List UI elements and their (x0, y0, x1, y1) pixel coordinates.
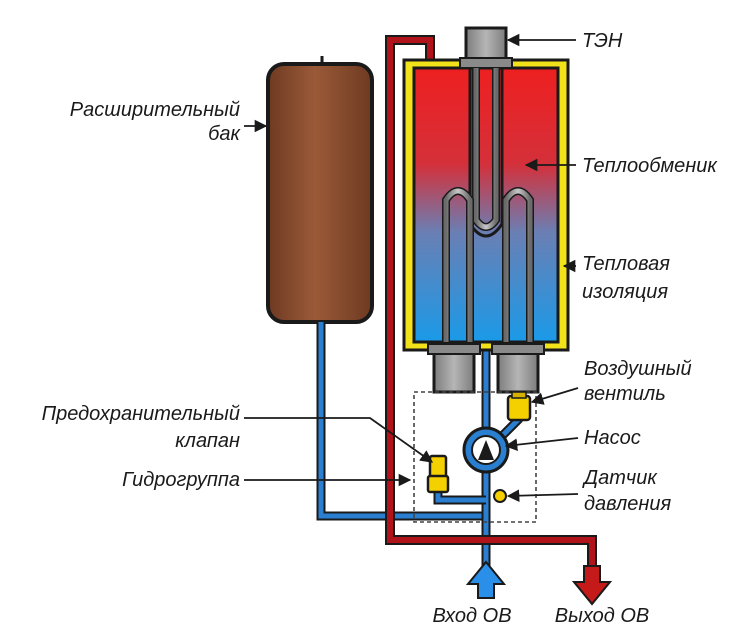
labels: Расширительный бак ТЭН Теплообменик Тепл… (42, 30, 719, 627)
air-valve (506, 391, 532, 422)
label-air-valve-line2: вентиль (584, 383, 666, 405)
heating-element (442, 26, 534, 342)
safety-valve (426, 454, 450, 494)
bottom-fittings (427, 343, 545, 394)
pressure-sensor (493, 489, 507, 503)
label-heating-element: ТЭН (582, 30, 623, 52)
label-expansion-tank-line2: бак (208, 123, 241, 145)
leader-lines (244, 33, 579, 502)
label-expansion-tank-line1: Расширительный (70, 99, 240, 121)
label-pressure-sensor-line1: Датчик (582, 467, 658, 489)
label-insulation-line2: изоляция (582, 281, 668, 303)
label-pressure-sensor-line2: давления (584, 493, 671, 515)
label-air-valve-line1: Воздушный (584, 358, 692, 380)
heat-exchanger-unit (402, 58, 570, 352)
label-outlet: Выход ОВ (555, 605, 649, 627)
outlet-arrow (571, 565, 613, 606)
label-hydro-group: Гидрогруппа (122, 469, 240, 491)
label-safety-valve-line1: Предохранительный (42, 403, 240, 425)
label-pump: Насос (584, 427, 641, 449)
label-insulation-line1: Тепловая (582, 253, 670, 275)
hot-water-pipe (385, 35, 597, 566)
label-inlet: Вход ОВ (432, 605, 511, 627)
cold-water-pipes (316, 322, 523, 570)
inlet-arrow (465, 560, 507, 599)
label-heat-exchanger: Теплообменик (582, 155, 718, 177)
expansion-tank (266, 56, 374, 324)
pump (462, 426, 510, 474)
label-safety-valve-line2: клапан (175, 430, 240, 452)
